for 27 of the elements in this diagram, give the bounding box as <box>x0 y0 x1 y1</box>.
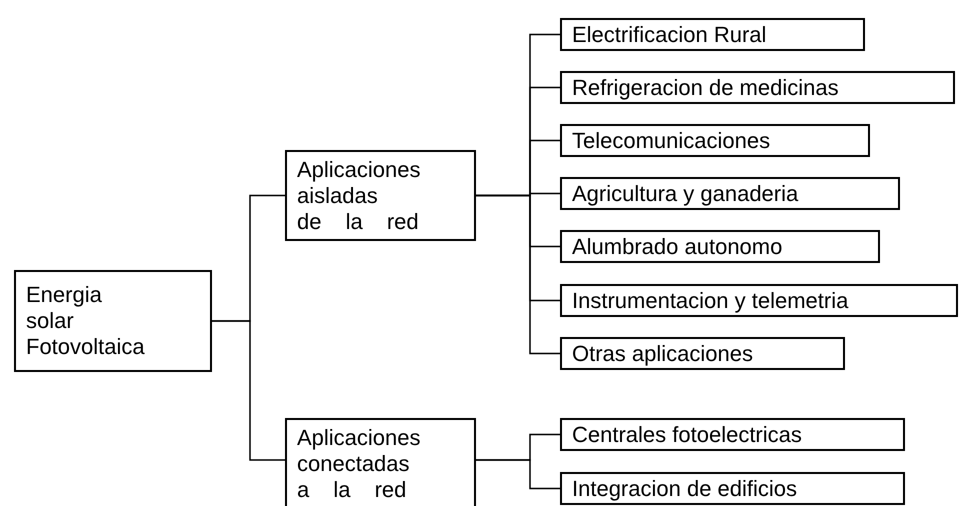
box-label: Aplicaciones conectadas a la red <box>297 425 422 503</box>
category-box <box>560 284 958 317</box>
connector-line <box>476 459 560 490</box>
category-box <box>560 177 900 210</box>
category-box <box>560 472 905 505</box>
category-box <box>560 124 870 157</box>
category-box <box>560 18 865 51</box>
category-box <box>285 150 476 241</box>
box-label: Centrales fotoelectricas <box>572 422 802 448</box>
category-box <box>285 418 476 506</box>
category-box <box>560 337 845 370</box>
box-label: Refrigeracion de medicinas <box>572 74 839 100</box>
category-box <box>560 418 905 451</box>
box-label: Instrumentacion y telemetria <box>572 288 848 314</box>
box-label: Aplicaciones aisladas de la red <box>297 156 422 234</box>
category-box <box>14 270 212 372</box>
box-label: Telecomunicaciones <box>572 128 770 154</box>
connector-line <box>476 194 560 354</box>
box-label: Integracion de edificios <box>572 476 798 502</box>
category-box <box>560 230 880 263</box>
connector-line <box>212 320 285 461</box>
box-label: Otras aplicaciones <box>572 340 753 366</box>
box-label: Electrificacion Rural <box>572 22 766 48</box>
category-box <box>560 71 955 104</box>
box-label: Agricultura y ganaderia <box>572 180 798 206</box>
box-label: Alumbrado autonomo <box>572 234 782 260</box>
box-label: Energia solar Fotovoltaica <box>26 282 146 360</box>
